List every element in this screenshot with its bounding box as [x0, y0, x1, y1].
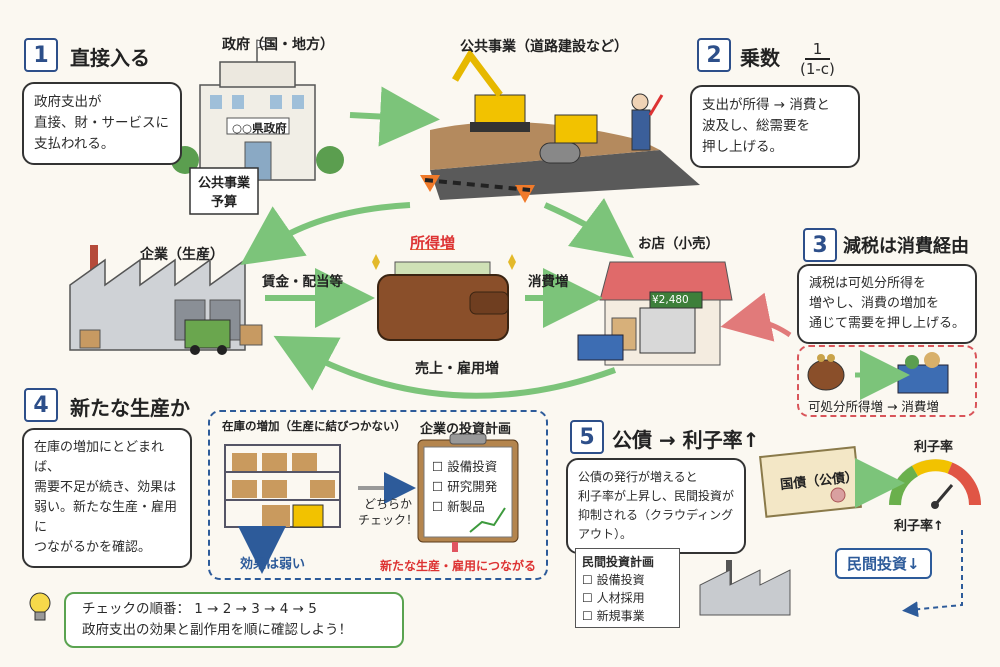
step-3-title: 減税は消費経由 [843, 236, 969, 257]
consumption-label: 消費増 [528, 274, 569, 290]
income-label: 所得増 [410, 234, 456, 252]
which-line: どちらか [364, 497, 413, 511]
step-1-badge: 1 [24, 38, 58, 72]
private-factory-icon [699, 560, 791, 616]
construction-site-icon [420, 48, 700, 203]
investment-plan-list: ☐ 設備投資 ☐ 研究開発 ☐ 新製品 [432, 457, 497, 517]
step-4-panel [208, 410, 548, 580]
step-1-bubble: 政府支出が 直接、財・サービスに 支払われる。 [22, 82, 182, 165]
step-5-badge: 5 [570, 420, 604, 454]
weak-effect-label: 効果は弱い [240, 557, 306, 572]
bubble-line: 増やし、消費の増加を [809, 296, 940, 311]
shop-icon [577, 261, 733, 366]
register-display: ¥2,480 [652, 294, 689, 306]
bubble-line: 直接、財・サービスに [34, 115, 169, 131]
arrow-tax-to-shop [720, 292, 792, 342]
arrow-shop-to-factory [273, 335, 617, 399]
interest-gauge-icon [889, 459, 981, 509]
step-2-bubble: 支出が所得 → 消費と 波及し、総需要を 押し上げる。 [690, 85, 860, 168]
multiplier-fraction: 1(1-c) [800, 40, 835, 78]
step-5-title: 公債 → 利子率↑ [612, 428, 760, 452]
factory-icon [69, 245, 263, 355]
bubble-line: 減税は可処分所得を [809, 276, 927, 291]
budget-sign: 公共事業 予算 [198, 172, 250, 210]
fraction-denominator: (1-c) [800, 60, 835, 78]
inventory-title: 在庫の増加（生産に結びつかない） [222, 419, 406, 433]
bubble-line: 在庫の増加にとどまれば、 [34, 440, 165, 475]
lightbulb-icon [29, 592, 51, 621]
sales-employment-label: 売上・雇用増 [415, 361, 499, 377]
step-4-bubble: 在庫の増加にとどまれば、 需要不足が続き、効果は 弱い。新たな生産・雇用に つな… [22, 428, 192, 568]
plan-item-label: 設備投資 [447, 459, 498, 474]
wallet-icon [372, 254, 516, 341]
step-3-bubble: 減税は可処分所得を 増やし、消費の増加を 通じて需要を押し上げる。 [797, 264, 977, 344]
step-2-badge: 2 [697, 38, 731, 72]
bubble-line: つながるかを確認。 [34, 540, 152, 555]
arrow-gauge-to-invest [902, 530, 963, 618]
check-order-line1: チェックの順番： 1 → 2 → 3 → 4 → 5 [82, 601, 317, 617]
bubble-line: 支出が所得 → 消費と [702, 97, 830, 113]
government-label: 政府（国・地方） [222, 37, 334, 53]
gauge-title: 利子率 [914, 440, 954, 455]
bubble-line: 波及し、総需要を [702, 118, 810, 134]
government-sign: ○○県政府 [232, 121, 287, 135]
arrow-gov-to-works [349, 86, 440, 147]
bubble-line: 押し上げる。 [702, 139, 783, 155]
step-1-title: 直接入る [70, 46, 150, 70]
investment-plan-title: 企業の投資計画 [420, 422, 512, 437]
which-line: チェック！ [358, 513, 419, 527]
private-plan-item: ☐ 設備投資 [582, 573, 645, 587]
private-investment-label: 民間投資↓ [835, 548, 932, 579]
private-plan-item-label: 人材採用 [596, 591, 645, 605]
check-order-line2: 政府支出の効果と副作用を順に確認しよう！ [82, 622, 352, 638]
check-order-box: チェックの順番： 1 → 2 → 3 → 4 → 5 政府支出の効果と副作用を順… [64, 592, 404, 648]
which-check-label: どちらか チェック！ [358, 496, 418, 528]
step-4-title: 新たな生産か [70, 396, 190, 420]
public-works-label: 公共事業（道路建設など） [460, 39, 628, 55]
plan-item: ☐ 研究開発 [432, 479, 498, 494]
plan-item: ☐ 設備投資 [432, 459, 498, 474]
bubble-line: 弱い。新たな生産・雇用に [34, 500, 178, 535]
bubble-line: 利子率が上昇し、民間投資が [578, 489, 735, 503]
budget-line: 予算 [210, 195, 237, 210]
step-4-badge: 4 [24, 388, 58, 422]
private-plan-item-label: 設備投資 [596, 573, 645, 587]
arrow-works-to-shop [543, 198, 635, 258]
bubble-line: 支払われる。 [34, 136, 115, 152]
step-5-bubble: 公債の発行が増えると 利子率が上昇し、民間投資が 抑制される（クラウディングアウ… [566, 458, 746, 554]
private-plan-item-label: 新規事業 [596, 609, 645, 623]
plan-item-label: 新製品 [447, 499, 485, 514]
tax-cut-caption: 可処分所得増 → 消費増 [808, 399, 939, 414]
step-3-badge: 3 [803, 228, 837, 262]
tax-cut-panel [797, 345, 977, 417]
private-plan-item: ☐ 新規事業 [582, 609, 645, 623]
warehouse-shelves-icon [224, 444, 341, 528]
private-plan-title: 民間投資計画 [582, 555, 655, 569]
clipboard-icon [417, 433, 519, 543]
shop-label: お店（小売） [638, 236, 719, 252]
arrow-works-to-factory [240, 202, 411, 266]
wages-label: 賃金・配当等 [262, 274, 343, 290]
plan-item-label: 研究開発 [447, 479, 498, 494]
private-plan-item: ☐ 人材採用 [582, 591, 645, 605]
bubble-line: 政府支出が [34, 94, 102, 110]
business-label: 企業（生産） [140, 247, 224, 263]
budget-line: 公共事業 [198, 176, 251, 191]
bubble-line: 需要不足が続き、効果は [34, 480, 177, 495]
step-2-title: 乗数 [740, 46, 780, 70]
government-building-icon [171, 39, 344, 215]
bubble-line: 抑制される（クラウディングアウト）。 [578, 508, 734, 541]
bond-certificate-icon [759, 446, 862, 518]
bubble-line: 公債の発行が増えると [578, 470, 698, 484]
private-plan-doc: 民間投資計画 ☐ 設備投資 ☐ 人材採用 ☐ 新規事業 [575, 548, 680, 628]
plan-item: ☐ 新製品 [432, 499, 485, 514]
fraction-numerator: 1 [804, 40, 831, 60]
bubble-line: 通じて需要を押し上げる。 [809, 316, 966, 331]
new-production-label: 新たな生産・雇用につながる [380, 559, 537, 573]
gauge-caption: 利子率↑ [894, 519, 944, 534]
